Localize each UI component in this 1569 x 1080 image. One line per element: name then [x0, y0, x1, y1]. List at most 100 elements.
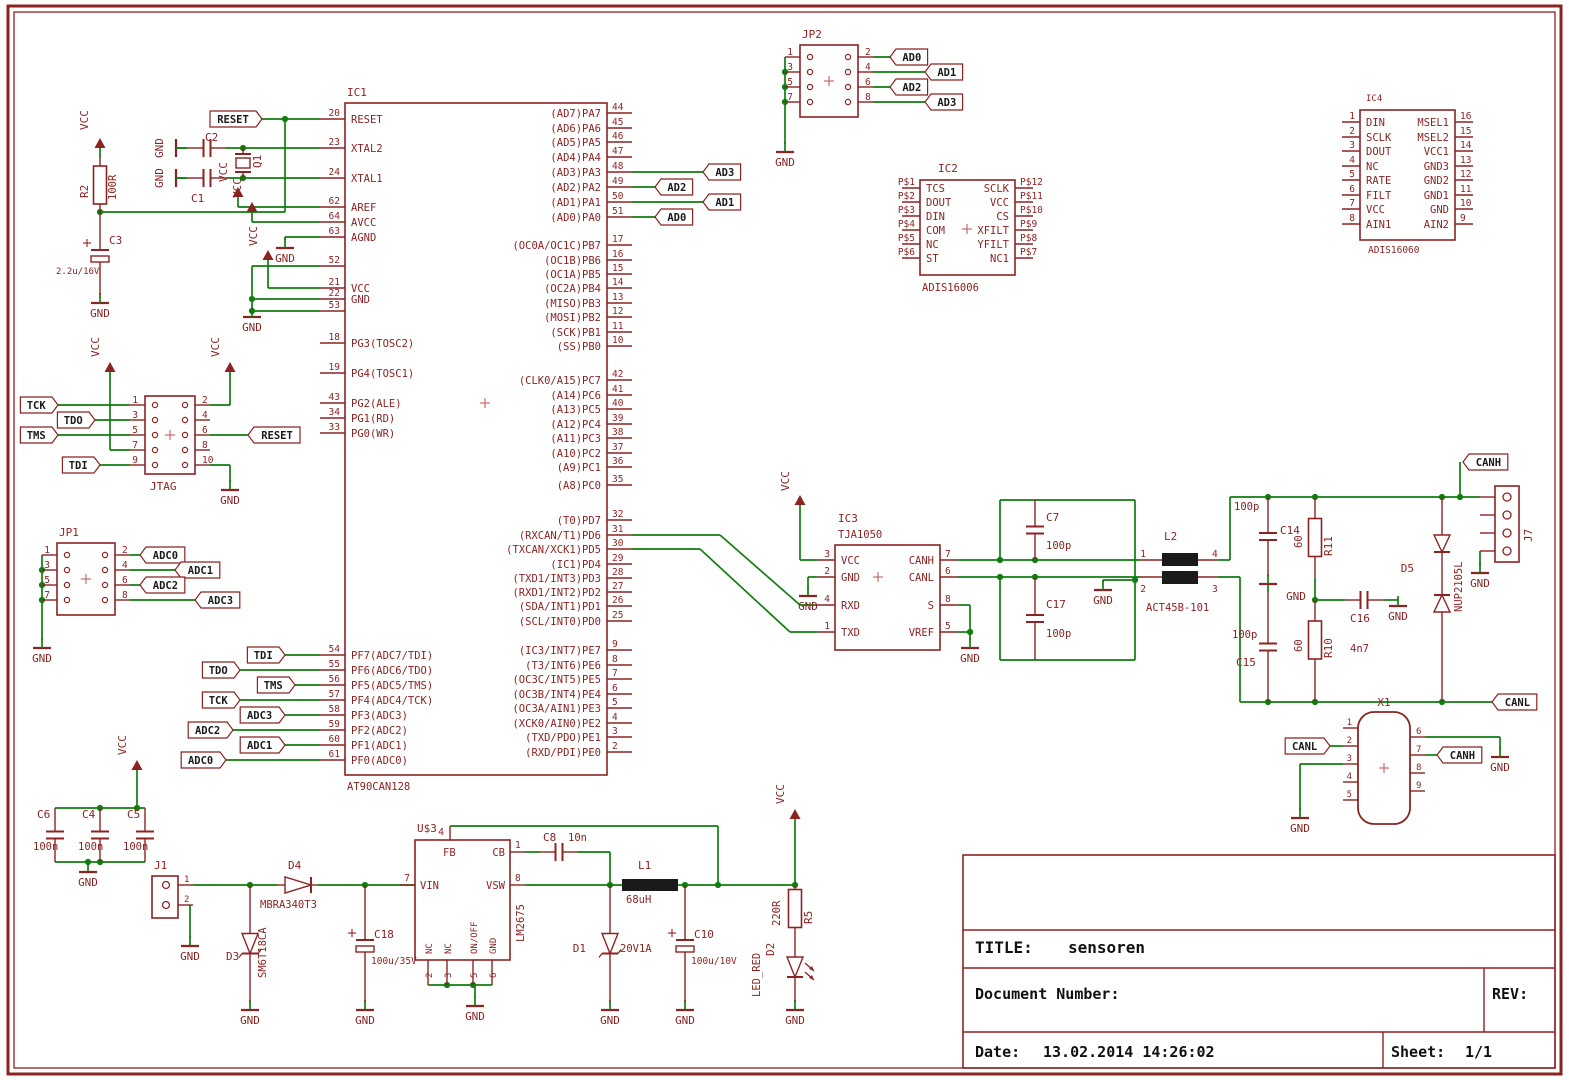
net-flag-tms[interactable]: TMS [19, 426, 59, 444]
net-flag-reset[interactable]: RESET [247, 426, 301, 444]
net-flag-ad3[interactable]: AD3 [924, 93, 964, 111]
gnd-symbol[interactable]: GND [465, 996, 485, 1023]
net-flag-ad2[interactable]: AD2 [889, 78, 929, 96]
component-c2[interactable]: C2 [188, 131, 226, 157]
gnd-symbol[interactable]: GND [1470, 563, 1490, 590]
gnd-symbol[interactable]: GND [1290, 808, 1310, 835]
gnd-symbol[interactable]: GND [78, 862, 98, 889]
net-flag-ad3[interactable]: AD3 [702, 163, 742, 181]
net-flag-canl[interactable]: CANL [1284, 737, 1331, 755]
net-flag-adc1[interactable]: ADC1 [174, 561, 221, 579]
gnd-symbol[interactable]: GND [675, 1000, 695, 1027]
net-flag-tdi[interactable]: TDI [246, 646, 286, 664]
net-flag-canh[interactable]: CANH [1462, 453, 1509, 471]
net-flag-adc0[interactable]: ADC0 [180, 751, 227, 769]
net-flag-reset[interactable]: RESET [209, 110, 263, 128]
vcc-symbol[interactable]: VCC [774, 784, 801, 829]
vcc-symbol[interactable]: VCC [89, 337, 116, 382]
gnd-symbol[interactable]: GND [153, 138, 186, 158]
gnd-symbol[interactable]: GND [775, 142, 795, 169]
net-flag-tck[interactable]: TCK [19, 396, 59, 414]
net-flag-adc0[interactable]: ADC0 [139, 546, 186, 564]
vcc-symbol[interactable]: VCC [231, 178, 258, 222]
gnd-symbol[interactable]: GND [960, 638, 980, 665]
gnd-symbol[interactable]: GND [90, 293, 110, 320]
component-c1[interactable]: C1 [188, 169, 226, 205]
net-flag-canl[interactable]: CANL [1491, 693, 1538, 711]
gnd-symbol[interactable]: GND [220, 480, 240, 507]
gnd-symbol[interactable]: GND [798, 586, 818, 613]
gnd-symbol[interactable]: GND [32, 638, 52, 665]
net-flag-tms[interactable]: TMS [256, 676, 296, 694]
net-flag-ad1[interactable]: AD1 [702, 193, 742, 211]
gnd-symbol[interactable]: GND [275, 238, 295, 265]
vcc-symbol[interactable]: VCC [779, 471, 806, 515]
gnd-symbol[interactable]: GND [1388, 596, 1408, 623]
gnd-symbol[interactable]: GND [600, 1000, 620, 1027]
wire[interactable] [719, 534, 801, 606]
net-flag-adc1[interactable]: ADC1 [239, 736, 286, 754]
gnd-symbol[interactable]: GND [180, 936, 200, 963]
net-flag-adc3[interactable]: ADC3 [239, 706, 286, 724]
vcc-symbol[interactable]: VCC [217, 162, 244, 207]
component-ic1[interactable]: IC1AT90CAN12820RESET23XTAL224XTAL162AREF… [320, 86, 632, 793]
component-ic3[interactable]: IC3TJA10503VCC2GND4RXD1TXD7CANH6CANL8S5V… [817, 512, 958, 651]
net-flag-ad2[interactable]: AD2 [654, 178, 694, 196]
component-q1[interactable]: Q1 [235, 148, 264, 178]
vcc-symbol[interactable]: VCC [78, 110, 106, 158]
net-flag-tdo[interactable]: TDO [56, 411, 96, 429]
net-flag-ad0[interactable]: AD0 [889, 48, 929, 66]
gnd-symbol[interactable]: GND [240, 1000, 260, 1027]
net-flag-adc3[interactable]: ADC3 [194, 591, 241, 609]
gnd-symbol[interactable]: GND [785, 1000, 805, 1027]
net-flag-ad1[interactable]: AD1 [924, 63, 964, 81]
net-flag-tck[interactable]: TCK [201, 691, 241, 709]
gnd-symbol[interactable]: GND [242, 307, 262, 334]
component-ic4[interactable]: IC4ADIS160601DIN2SCLK3DOUT4NC5RATE6FILT7… [1342, 94, 1473, 256]
component-ic2[interactable]: IC2ADIS16006P$1TCSP$2DOUTP$3DINP$4COMP$5… [898, 162, 1043, 294]
net-flag-tdi[interactable]: TDI [61, 456, 101, 474]
net-flag-tdo[interactable]: TDO [201, 661, 241, 679]
component-c3[interactable]: C32.2u/16V [56, 212, 122, 295]
net-flag-adc2[interactable]: ADC2 [139, 576, 186, 594]
gnd-symbol[interactable]: GND [1093, 580, 1113, 607]
net-flag-ad0[interactable]: AD0 [654, 208, 694, 226]
wire[interactable] [699, 548, 791, 633]
net-flag-canh[interactable]: CANH [1436, 746, 1483, 764]
component-j7[interactable]: J7 [1480, 485, 1535, 563]
gnd-symbol[interactable]: GND [153, 168, 186, 188]
gnd-symbol[interactable]: GND [1490, 747, 1510, 774]
net-flag-adc2[interactable]: ADC2 [187, 721, 234, 739]
vcc-symbol[interactable]: VCC [116, 735, 143, 780]
vcc-symbol[interactable]: VCC [247, 226, 274, 270]
vcc-symbol[interactable]: VCC [209, 337, 236, 382]
